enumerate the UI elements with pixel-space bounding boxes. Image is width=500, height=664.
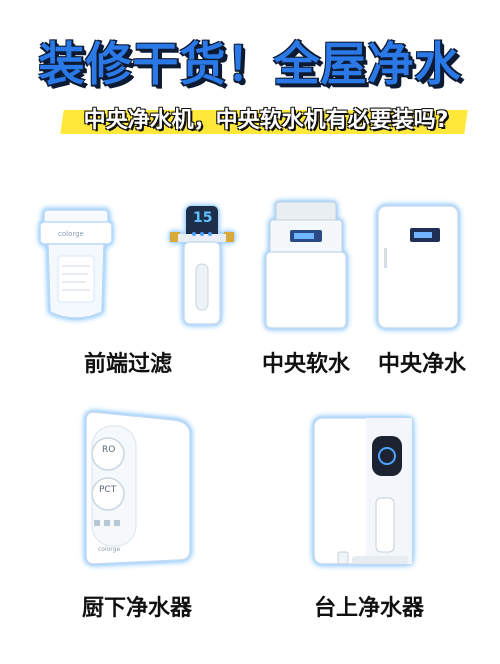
under-sink-brand: colorge <box>98 546 121 553</box>
filter-label-pct: PCT <box>99 485 117 495</box>
subtitle-banner: 中央净水机，中央软水机有必要装吗? <box>56 102 476 136</box>
label-pre-filter: 前端过滤 <box>84 352 173 377</box>
label-countertop-purifier: 台上净水器 <box>314 596 425 621</box>
countertop-purifier-icon <box>312 412 416 570</box>
page-title: 装修干货！全屋净水 <box>38 37 462 91</box>
central-purifier-icon <box>376 204 460 330</box>
label-central-purifier: 中央净水 <box>378 352 467 377</box>
digital-pre-filter-icon: 15 <box>168 204 236 328</box>
water-softener-icon <box>264 200 348 330</box>
under-sink-purifier-icon: RO PCT colorge <box>84 410 192 566</box>
label-water-softener: 中央软水 <box>262 352 351 377</box>
pre-filter-display: 15 <box>193 210 213 226</box>
subtitle: 中央净水机，中央软水机有必要装吗? <box>83 108 449 133</box>
label-under-sink-purifier: 厨下净水器 <box>82 596 193 621</box>
pre-filter-brand: colorge <box>58 230 84 238</box>
filter-label-ro: RO <box>102 445 116 455</box>
pre-filter-icon: colorge <box>39 208 113 326</box>
